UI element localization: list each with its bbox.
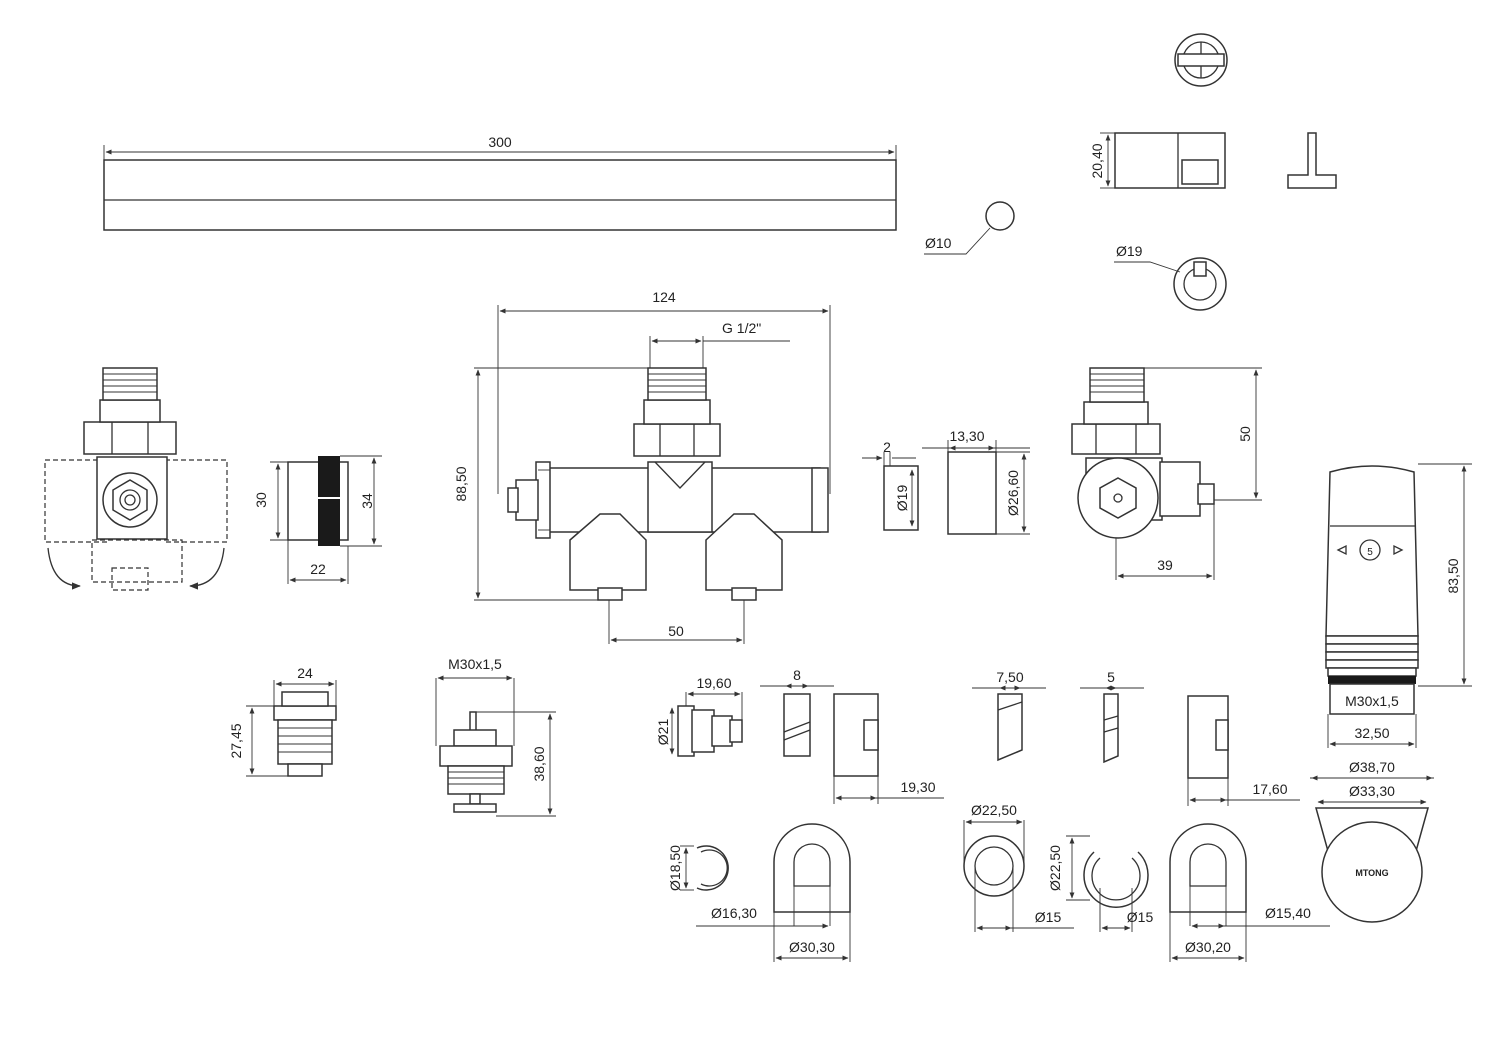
dim-coupling-diameter: Ø21 bbox=[655, 719, 671, 746]
nipple-side-view: 24 27,45 bbox=[228, 665, 337, 777]
dim-rod-diameter: Ø10 bbox=[925, 235, 952, 251]
head-setting-mark: 5 bbox=[1367, 547, 1373, 558]
dim-coupling-length: 19,60 bbox=[696, 675, 731, 691]
dim-rosette-b-outer: Ø30,20 bbox=[1185, 939, 1231, 955]
rosette-a-front-view: Ø16,30 Ø30,30 bbox=[696, 823, 851, 962]
dim-insert-height: 38,60 bbox=[531, 746, 547, 781]
thermostatic-head-front-view: Ø38,70 Ø33,30 MTONG bbox=[1310, 759, 1434, 923]
dim-ring-c-thickness: 5 bbox=[1107, 669, 1115, 685]
brand-label: MTONG bbox=[1355, 868, 1388, 878]
dim-head-thread: M30x1,5 bbox=[1345, 693, 1399, 709]
dim-towel-rail-length: 300 bbox=[488, 134, 512, 150]
dim-ring-a-thickness: 8 bbox=[793, 667, 801, 683]
dim-head-inner-diameter: Ø33,30 bbox=[1349, 783, 1395, 799]
dim-valve-width: 124 bbox=[652, 289, 676, 305]
end-cap-side-view: 20,40 bbox=[1089, 132, 1226, 189]
dim-ring-diameter: Ø19 bbox=[1116, 243, 1143, 259]
dual-valve-front-view: 124 G 1/2" 88,50 bbox=[453, 289, 831, 644]
end-cap-top-view bbox=[1174, 33, 1228, 87]
dim-rosette-b-depth: 17,60 bbox=[1252, 781, 1287, 797]
disc-front-view: Ø22,50 Ø15 bbox=[963, 802, 1074, 932]
dim-head-width: 32,50 bbox=[1354, 725, 1389, 741]
clip-a-front-view: Ø18,50 bbox=[667, 845, 729, 891]
dim-disc-inner: Ø15 bbox=[1035, 909, 1062, 925]
valve-top-view bbox=[44, 367, 228, 591]
dim-clip-b-inner: Ø15 bbox=[1127, 909, 1154, 925]
dim-clip-b-diameter: Ø22,50 bbox=[1047, 845, 1063, 891]
dim-sleeve-length: 13,30 bbox=[949, 428, 984, 444]
clip-b-front-view: Ø22,50 Ø15 bbox=[1047, 835, 1154, 932]
dim-head-outer-diameter: Ø38,70 bbox=[1349, 759, 1395, 775]
adapter-side-view: 30 34 22 bbox=[253, 455, 382, 584]
dim-adapter-width: 30 bbox=[253, 492, 269, 508]
dim-clip-diameter: Ø18,50 bbox=[667, 845, 683, 891]
dim-sleeve-diameter: Ø26,60 bbox=[1005, 470, 1021, 516]
split-ring-b-side-view: 7,50 bbox=[972, 669, 1046, 762]
dim-adapter-length: 22 bbox=[310, 561, 326, 577]
rosette-a-side-view: 19,30 bbox=[833, 693, 944, 804]
dim-angle-height: 50 bbox=[1237, 426, 1253, 442]
dim-ring-b-thickness: 7,50 bbox=[996, 669, 1023, 685]
dim-thread: G 1/2" bbox=[722, 320, 761, 336]
rosette-b-side-view: 17,60 bbox=[1187, 695, 1300, 806]
dim-washer-thickness: 2 bbox=[883, 439, 891, 455]
dim-rosette-a-depth: 19,30 bbox=[900, 779, 935, 795]
dim-nipple-height: 27,45 bbox=[228, 723, 244, 758]
angle-valve-side-view: 50 39 bbox=[1071, 367, 1262, 580]
end-cap-profile-view bbox=[1287, 132, 1337, 189]
dim-valve-spacing: 50 bbox=[668, 623, 684, 639]
thermostatic-head-side-view: 5 M30x1,5 83,50 32,50 bbox=[1325, 463, 1472, 748]
split-ring-a-side-view: 8 bbox=[760, 667, 834, 757]
split-ring-c-side-view: 5 bbox=[1080, 669, 1144, 764]
dim-rosette-a-outer: Ø30,30 bbox=[789, 939, 835, 955]
dim-cap-height: 20,40 bbox=[1089, 143, 1105, 178]
sleeve-side-view: 13,30 Ø26,60 bbox=[922, 428, 1030, 535]
coupling-side-view: 19,60 Ø21 bbox=[655, 675, 743, 757]
dim-head-height: 83,50 bbox=[1445, 558, 1461, 593]
valve-insert-side-view: M30x1,5 38,60 bbox=[435, 656, 556, 817]
dim-valve-height: 88,50 bbox=[453, 466, 469, 501]
washer-side-view: 2 Ø19 bbox=[862, 439, 919, 531]
dim-adapter-outer: 34 bbox=[359, 493, 375, 509]
towel-rail-bar: 300 bbox=[103, 134, 897, 231]
ring-front-view: Ø19 bbox=[1114, 243, 1227, 311]
dim-angle-width: 39 bbox=[1157, 557, 1173, 573]
dim-insert-thread: M30x1,5 bbox=[448, 656, 502, 672]
rosette-b-front-view: Ø15,40 Ø30,20 bbox=[1169, 823, 1330, 962]
dim-disc-outer: Ø22,50 bbox=[971, 802, 1017, 818]
dim-rosette-a-inner: Ø16,30 bbox=[711, 905, 757, 921]
rod-end-view: Ø10 bbox=[924, 201, 1015, 255]
dim-washer-diameter: Ø19 bbox=[894, 485, 910, 512]
dim-rosette-b-inner: Ø15,40 bbox=[1265, 905, 1311, 921]
dim-nipple-width: 24 bbox=[297, 665, 313, 681]
